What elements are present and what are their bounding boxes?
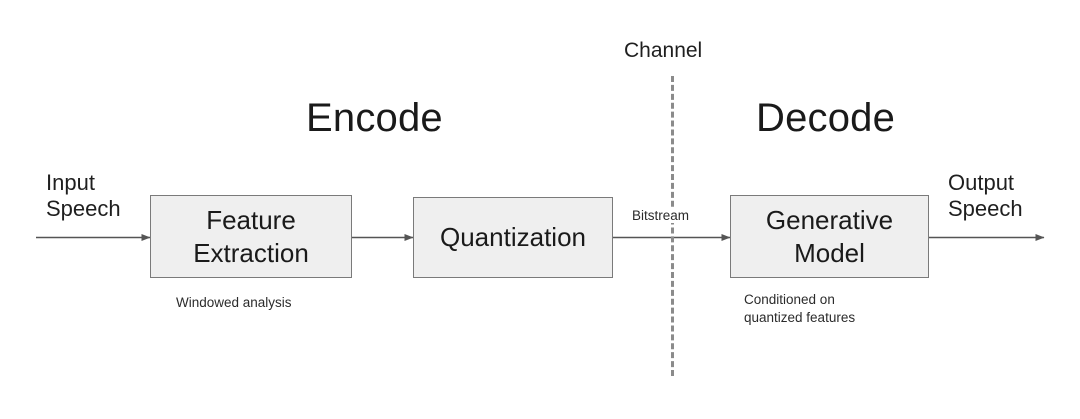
box-feature-extraction: Feature Extraction — [150, 195, 352, 278]
box-feature-extraction-label: Feature Extraction — [193, 205, 309, 268]
input-speech-label: Input Speech — [46, 170, 121, 221]
box-generative-model: Generative Model — [730, 195, 929, 278]
caption-feature-extraction: Windowed analysis — [176, 295, 292, 310]
box-quantization: Quantization — [413, 197, 613, 278]
encode-heading: Encode — [306, 96, 443, 140]
box-generative-model-label: Generative Model — [765, 205, 894, 268]
decode-heading: Decode — [756, 96, 896, 140]
bitstream-label: Bitstream — [631, 208, 691, 223]
box-quantization-label: Quantization — [440, 222, 586, 253]
channel-divider-line — [671, 76, 674, 376]
output-speech-label: Output Speech — [948, 170, 1023, 221]
caption-generative-model: Conditioned on quantized features — [744, 292, 856, 326]
channel-label: Channel — [624, 39, 703, 62]
